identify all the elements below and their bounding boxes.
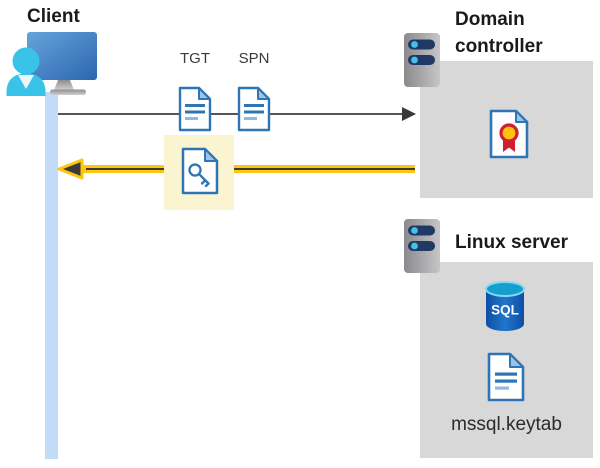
service-ticket-key-icon (181, 147, 219, 195)
domain-controller-server-icon (404, 33, 440, 87)
client-person-monitor-icon (6, 32, 97, 96)
tgt-document-icon (178, 86, 212, 132)
client-lifeline (45, 92, 58, 459)
sql-badge-text: SQL (491, 303, 519, 318)
domain-controller-label: Domain controller (455, 9, 543, 57)
spn-document-icon (237, 86, 271, 132)
linux-server-icon (404, 219, 440, 273)
certificate-icon (489, 109, 529, 159)
tgt-label: TGT (180, 50, 210, 67)
request-arrow-line (58, 113, 404, 115)
response-arrow-core (86, 167, 415, 171)
spn-label: SPN (238, 50, 270, 67)
client-label: Client (27, 6, 80, 27)
linux-server-label: Linux server (455, 232, 568, 253)
request-arrow-head-icon (402, 106, 416, 121)
keytab-document-icon (487, 352, 525, 402)
sql-database-icon: SQL (485, 281, 525, 331)
keytab-label: mssql.keytab (451, 414, 562, 435)
response-arrow-head-icon (57, 158, 84, 180)
